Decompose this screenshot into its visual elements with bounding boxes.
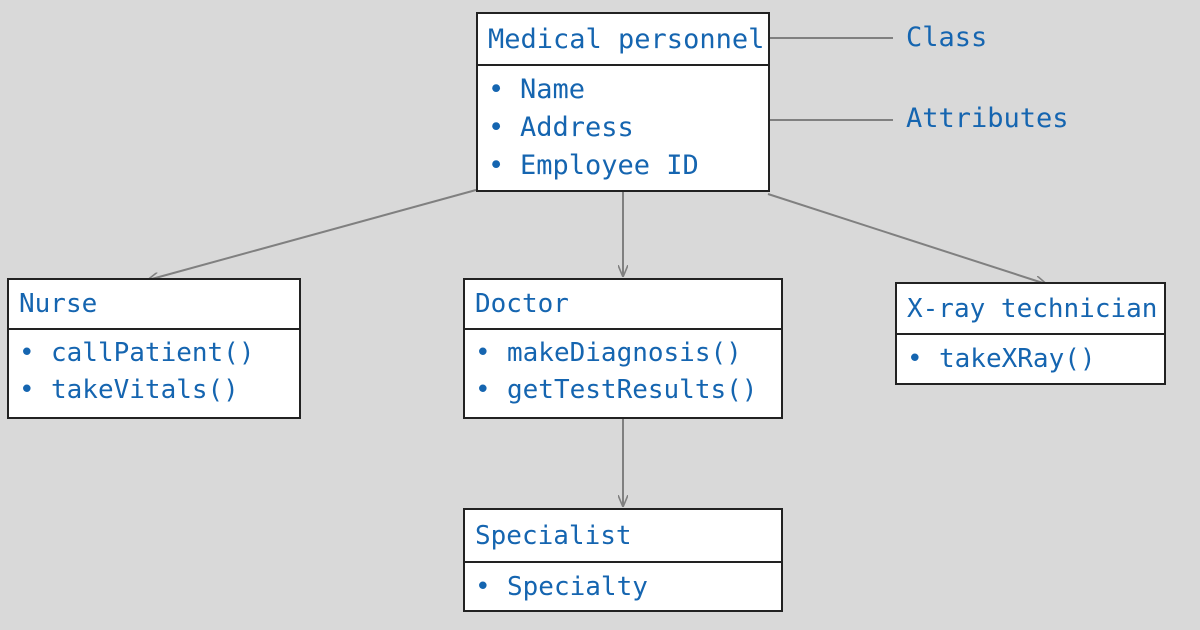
list-item: • Employee ID (488, 146, 768, 184)
method-list: • callPatient() • takeVitals() (9, 330, 299, 408)
item-label: takeXRay() (939, 344, 1096, 374)
class-box-xray-technician: X-ray technician • takeXRay() (895, 282, 1166, 385)
bullet-icon: • (19, 374, 35, 405)
item-label: Address (520, 111, 634, 143)
bullet-icon: • (475, 374, 491, 405)
attributes-annotation: Attributes (906, 103, 1069, 134)
item-label: Employee ID (520, 149, 699, 181)
list-item: • callPatient() (19, 334, 299, 371)
item-label: Specialty (507, 572, 648, 602)
item-label: getTestResults() (507, 374, 758, 405)
class-title: X-ray technician (897, 284, 1164, 335)
list-item: • makeDiagnosis() (475, 334, 781, 371)
method-list: • makeDiagnosis() • getTestResults() (465, 330, 781, 408)
bullet-icon: • (475, 337, 491, 368)
bullet-icon: • (907, 344, 923, 374)
list-item: • Specialty (475, 567, 781, 607)
item-label: Name (520, 73, 586, 105)
class-annotation: Class (906, 22, 988, 53)
bullet-icon: • (488, 149, 505, 181)
class-title: Medical personnel (478, 14, 768, 66)
item-label: makeDiagnosis() (507, 337, 742, 368)
bullet-icon: • (19, 337, 35, 368)
list-item: • getTestResults() (475, 371, 781, 408)
inheritance-arrow-xray (767, 193, 1046, 284)
class-title: Doctor (465, 280, 781, 330)
attribute-list: • Specialty (465, 563, 781, 607)
list-item: • Name (488, 70, 768, 108)
attribute-list: • Name • Address • Employee ID (478, 66, 768, 184)
class-box-medical-personnel: Medical personnel • Name • Address • Employ… (476, 12, 770, 192)
class-box-nurse: Nurse • callPatient() • takeVitals() (7, 278, 301, 419)
class-box-doctor: Doctor • makeDiagnosis() • getTestResults(… (463, 278, 783, 419)
bullet-icon: • (488, 111, 505, 143)
class-title: Nurse (9, 280, 299, 330)
class-title: Specialist (465, 510, 781, 563)
bullet-icon: • (475, 572, 491, 602)
list-item: • takeVitals() (19, 371, 299, 408)
item-label: takeVitals() (51, 374, 239, 405)
method-list: • takeXRay() (897, 335, 1164, 379)
bullet-icon: • (488, 73, 505, 105)
class-box-specialist: Specialist • Specialty (463, 508, 783, 612)
item-label: callPatient() (51, 337, 255, 368)
inheritance-arrow-nurse (148, 189, 477, 280)
list-item: • Address (488, 108, 768, 146)
list-item: • takeXRay() (907, 339, 1164, 379)
